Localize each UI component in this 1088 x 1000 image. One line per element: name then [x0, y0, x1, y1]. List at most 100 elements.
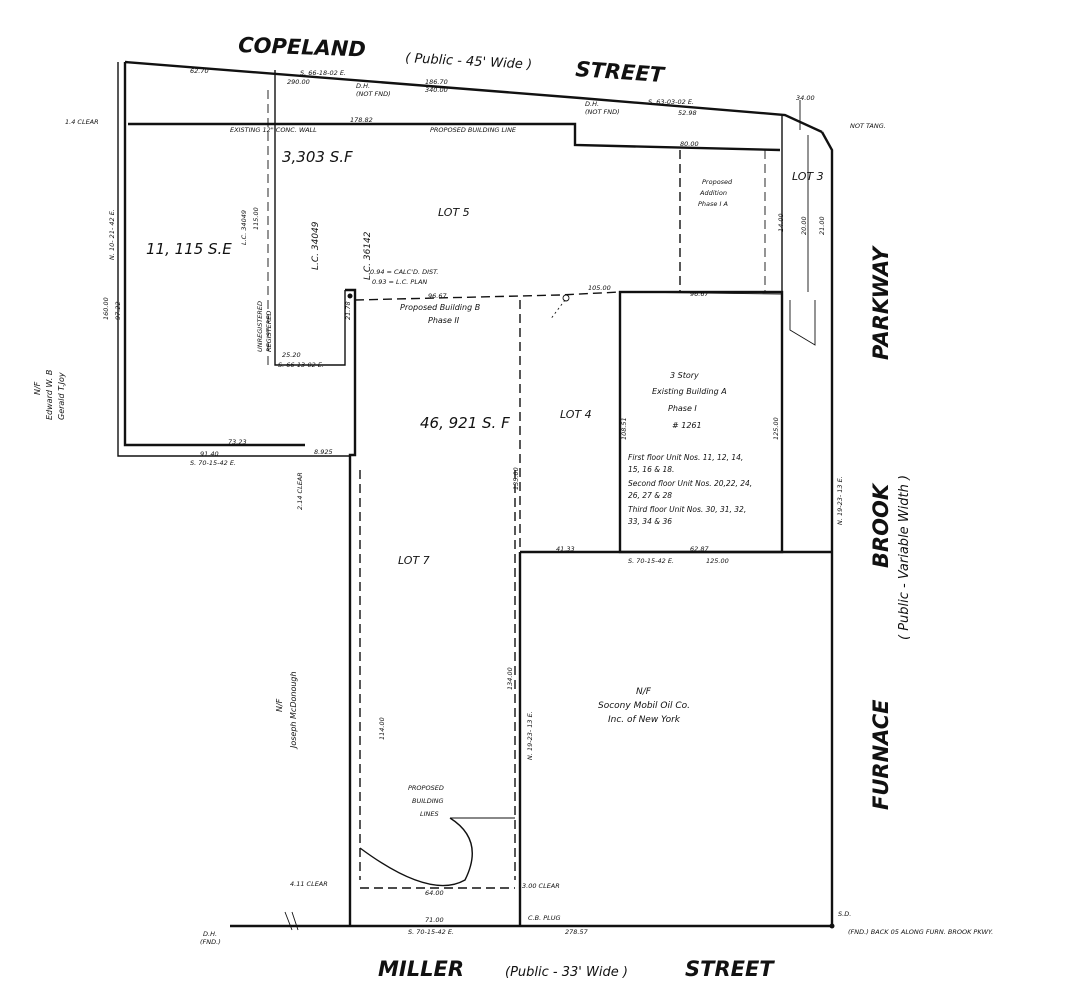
lot4-label: LOT 4 — [560, 408, 592, 421]
existing-wall — [128, 122, 781, 152]
dh-not-fnd-1-sub: (NOT FND) — [356, 90, 391, 98]
building-b-line-2: Phase II — [428, 316, 460, 325]
miller-label: MILLER — [378, 957, 464, 981]
unregistered-label: UNREGISTERED — [256, 301, 264, 352]
mcdonough-nf: N/F — [275, 698, 284, 712]
miller-note: (Public - 33' Wide ) — [505, 965, 628, 980]
dim-7323: 73.23 — [228, 438, 247, 446]
building-a-line-1: 3 Story — [670, 371, 699, 380]
corner-marker — [347, 293, 353, 299]
not-tang-label: NOT TANG. — [850, 122, 886, 130]
building-b-outline — [354, 291, 621, 301]
clear-west: 2.14 CLEAR — [296, 472, 304, 510]
building-a-line-3: Phase I — [668, 404, 697, 413]
unit-line-6: 33, 34 & 36 — [628, 517, 672, 526]
unit-line-5: Third floor Unit Nos. 30, 31, 32, — [628, 505, 746, 514]
bearing-s66: S. 66-13-02 E. — [278, 361, 324, 369]
dim-9667: 96.67 — [428, 292, 447, 300]
clear-300: 3.00 CLEAR — [522, 882, 560, 890]
cb-plug: C.B. PLUG — [528, 914, 561, 922]
lot3-detail — [789, 300, 816, 346]
unit-line-1: First floor Unit Nos. 11, 12, 14, — [628, 453, 743, 462]
miller-street-word: STREET — [685, 957, 775, 981]
dim-8000: 80.00 — [680, 140, 699, 148]
west-parcel-inner — [117, 62, 350, 457]
dim-12500: 125.00 — [706, 557, 729, 565]
break-mark — [284, 911, 299, 931]
lc-plan-dist: 0.93 = L.C. PLAN — [372, 278, 427, 286]
socony-nf: N/F — [636, 687, 652, 697]
brook-label: BROOK — [869, 482, 893, 568]
dh-not-fnd-2-sub: (NOT FND) — [585, 108, 620, 116]
dim-17882: 178.82 — [350, 116, 373, 124]
bearing-n19: N. 19-23- 13 E. — [526, 711, 534, 760]
addition-outline — [679, 150, 765, 293]
dim-4133: 41.33 — [556, 545, 575, 553]
west-owner-nf: N/F — [33, 381, 42, 395]
parkway-note: ( Public - Variable Width ) — [897, 475, 912, 640]
proposed-building-arc — [359, 817, 473, 887]
dim-29000: 290.00 — [287, 78, 310, 86]
lc-34049-b: L.C. 34049 — [311, 221, 321, 270]
dim-9667b: 96.67 — [690, 290, 709, 298]
furnace-label: FURNACE — [869, 699, 893, 810]
proposed-line-3: LINES — [420, 810, 439, 818]
existing-wall-label: EXISTING 12" CONC. WALL — [230, 126, 317, 134]
bearing-n19-east: N. 19-23- 13 E. — [836, 476, 844, 525]
dim-12500b: 125.00 — [772, 417, 780, 440]
clear-lot7: 1.4 CLEAR — [65, 118, 99, 126]
building-notes: Proposed Addition Phase I A Proposed Bui… — [400, 178, 752, 818]
dim-2000: 20.00 — [800, 216, 808, 235]
lot-labels: LOT 3 LOT 4 LOT 5 LOT 7 11, 115 S.E 3,30… — [146, 148, 824, 567]
dimension-labels: 62.70 290.00 S. 66-18-02 E. 186.70 340.0… — [102, 67, 844, 936]
lc-36142: L.C. 36142 — [363, 231, 373, 280]
furnace-brook-line — [820, 131, 834, 925]
unit-line-3: Second floor Unit Nos. 20,22, 24, — [628, 479, 752, 488]
dh-fnd-sub: (FND.) — [200, 938, 221, 946]
dim-3400: 34.00 — [796, 94, 815, 102]
dh-not-fnd-1: D.H. — [356, 82, 370, 90]
addition-line-2: Addition — [699, 189, 727, 197]
se-corner-marker — [829, 923, 835, 929]
dim-6270: 62.70 — [190, 67, 209, 75]
unregistered-strip — [274, 70, 346, 366]
lot3-label: LOT 3 — [792, 170, 824, 183]
bearing-s70-west: S. 70-15-42 E. — [190, 459, 236, 467]
dim-6287: 62.87 — [690, 545, 709, 553]
building-a-line-4: # 1261 — [672, 421, 702, 430]
addition-line-1: Proposed — [702, 178, 733, 186]
copeland-note: ( Public - 45' Wide ) — [405, 51, 533, 73]
bearing-n10: N. 10- 21- 42 E. — [108, 209, 116, 260]
lot7-west-line — [345, 288, 357, 925]
bearing-s70-south: S. 70-15-42 E. — [408, 928, 454, 936]
west-owner-1: Edward W. B — [45, 370, 54, 420]
dim-34000: 340.00 — [425, 86, 448, 94]
bearing-s70-mid: S. 70-15-42 E. — [628, 557, 674, 565]
west-area: 11, 115 S.E — [146, 240, 232, 258]
fnd-back: (FND.) BACK 05 ALONG FURN. BROOK PKWY. — [848, 928, 993, 936]
dim-27857: 278.57 — [565, 928, 589, 936]
dim-11500: 115.00 — [252, 207, 260, 230]
copeland-label: COPELAND — [238, 33, 366, 61]
dim-18670: 186.70 — [425, 78, 448, 86]
proposed-line-1: PROPOSED — [408, 784, 444, 792]
parkway-label: PARKWAY — [869, 245, 893, 360]
proposed-building-line-label: PROPOSED BUILDING LINE — [430, 126, 517, 134]
socony-ny: Inc. of New York — [608, 715, 681, 725]
dim-7100: 71.00 — [425, 916, 444, 924]
small-area: 3,303 S.F — [282, 148, 353, 166]
building-a-top — [619, 291, 783, 295]
dim-9140: 91.40 — [200, 450, 219, 458]
unit-line-4: 26, 27 & 28 — [628, 491, 672, 500]
proposed-line-2: BUILDING — [412, 797, 444, 805]
building-a-line-2: Existing Building A — [652, 387, 727, 396]
lot5-label: LOT 5 — [438, 206, 470, 219]
dh-fnd: D.H. — [203, 930, 217, 938]
clear-411: 4.11 CLEAR — [290, 880, 328, 888]
bearing-copeland-east: S. 63-03-02 E. — [648, 98, 694, 106]
dim-8925: 8.925 — [314, 448, 333, 456]
calcd-dist: 0.94 = CALC'D. DIST. — [370, 268, 438, 276]
dim-2178: 21.78 — [344, 301, 352, 320]
registered-label: REGISTERED — [265, 311, 273, 352]
